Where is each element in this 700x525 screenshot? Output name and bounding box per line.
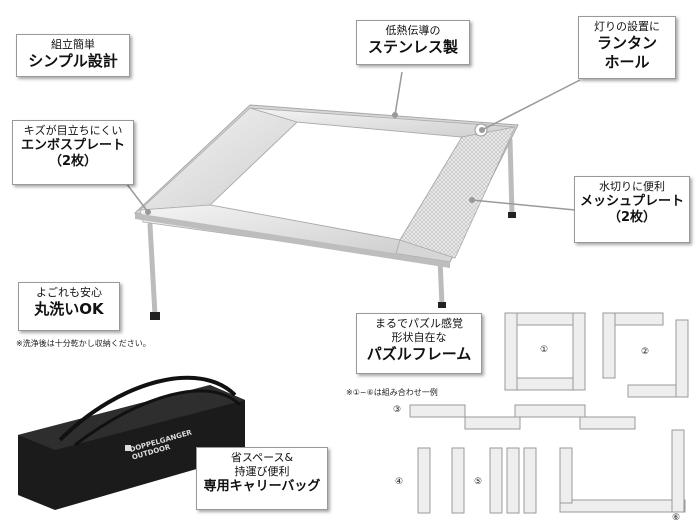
callout-mesh-plate: 水切りに便利 メッシュプレート （2枚） (574, 176, 690, 243)
callout-mesh-line1: 水切りに便利 (599, 180, 665, 193)
callout-lantern-line2: ランタン (596, 33, 657, 52)
callout-washable-line1: よごれも安心 (36, 286, 102, 299)
config-label-2: ② (641, 347, 650, 357)
callout-lantern-hole: 灯りの設置に ランタン ホール (578, 16, 676, 79)
callout-bag-line3: 専用キャリーバッグ (203, 478, 321, 494)
callout-stainless-line2: ステンレス製 (367, 37, 458, 56)
config-label-6: ⑥ (672, 513, 681, 523)
puzzle-config-thumbnails (409, 312, 689, 514)
callout-emboss-plate: キズが目立ちにくい エンボスプレート （2枚） (12, 120, 134, 185)
combos-note: ※①~⑥は組み合わせ一例 (346, 388, 438, 397)
callout-bag-line2: 持運び便利 (234, 464, 290, 478)
callout-simple-line1: 組立簡単 (51, 38, 95, 51)
callout-puzzle-frame: まるでパズル感覚 形状自在な パズルフレーム (356, 313, 482, 374)
callout-carry-bag: 省スペース& 持運び便利 専用キャリーバッグ (196, 447, 328, 510)
callout-mesh-line2: メッシュプレート (579, 193, 684, 209)
callout-emboss-line2: エンボスプレート (20, 137, 125, 153)
callout-puzzle-line3: パズルフレーム (366, 344, 472, 363)
callout-puzzle-line2: 形状自在な (391, 330, 447, 344)
config-label-5: ⑤ (474, 477, 483, 487)
wash-note: ※洗浄後は十分乾かし収納ください。 (16, 339, 151, 348)
table-frame (133, 104, 519, 268)
callout-lantern-line3: ホール (604, 52, 650, 71)
callout-mesh-line3: （2枚） (607, 210, 657, 225)
callout-stainless: 低熱伝導の ステンレス製 (356, 20, 470, 65)
callout-simple-line2: シンプル設計 (28, 51, 118, 70)
callout-emboss-line3: （2枚） (48, 154, 98, 169)
carry-bag-illustration (18, 375, 245, 510)
callout-simple-design: 組立簡単 シンプル設計 (16, 34, 130, 77)
config-label-3: ③ (393, 405, 402, 415)
callout-washable: よごれも安心 丸洗いOK (18, 282, 120, 331)
callout-lantern-line1: 灯りの設置に (594, 20, 660, 33)
config-label-1: ① (540, 345, 549, 355)
callout-emboss-line1: キズが目立ちにくい (23, 124, 123, 137)
callout-stainless-line1: 低熱伝導の (385, 24, 441, 37)
callout-washable-line2: 丸洗いOK (34, 299, 104, 318)
callout-bag-line1: 省スペース& (230, 451, 294, 464)
callout-puzzle-line1: まるでパズル感覚 (375, 317, 463, 330)
config-label-4: ④ (395, 477, 404, 487)
